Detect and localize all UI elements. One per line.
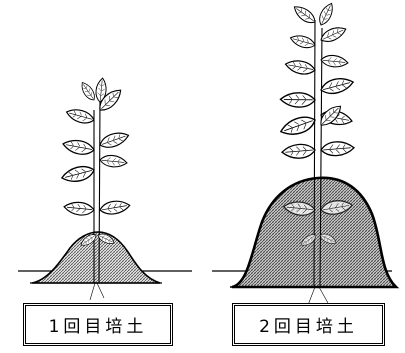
caption-first-hilling: 1回目培土 (23, 303, 173, 346)
second-hilling-plant (212, 0, 400, 306)
caption-first-text: 1回目培土 (48, 317, 148, 337)
caption-second-text: 2回目培土 (259, 317, 358, 337)
caption-second-hilling: 2回目培土 (232, 303, 385, 346)
soil-mound-left (31, 231, 161, 284)
first-hilling-plant (18, 76, 192, 301)
